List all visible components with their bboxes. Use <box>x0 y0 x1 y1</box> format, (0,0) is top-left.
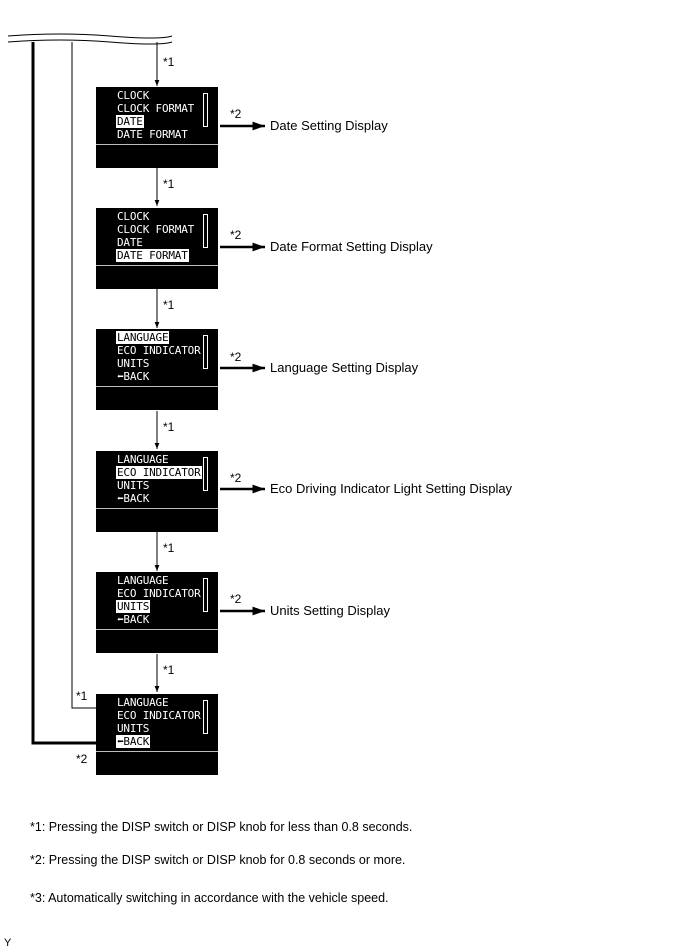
scrollbar <box>203 700 208 734</box>
long-press-mark: *2 <box>230 228 242 242</box>
long-press-mark: *2 <box>230 592 242 606</box>
destination-language-setting: Language Setting Display <box>270 360 419 375</box>
menu-item-selected: ECO INDICATOR <box>116 466 202 479</box>
menu-list: CLOCK CLOCK FORMAT DATE DATE FORMAT <box>116 210 195 262</box>
display-screen-6: LANGUAGE ECO INDICATOR UNITS ⬅BACK <box>96 694 218 775</box>
long-press-mark: *2 <box>230 107 242 121</box>
menu-item: ECO INDICATOR <box>117 709 201 722</box>
menu-list: LANGUAGE ECO INDICATOR UNITS ⬅BACK <box>116 696 202 748</box>
menu-item: DATE <box>117 236 143 249</box>
menu-item: LANGUAGE <box>117 453 169 466</box>
destination-date-format-setting: Date Format Setting Display <box>270 239 433 254</box>
menu-list: LANGUAGE ECO INDICATOR UNITS ⬅BACK <box>116 331 202 383</box>
scrollbar <box>203 93 208 127</box>
short-press-mark: *1 <box>163 663 175 677</box>
divider <box>96 265 218 266</box>
menu-list: CLOCK CLOCK FORMAT DATE DATE FORMAT <box>116 89 195 141</box>
long-press-return-mark: *2 <box>76 752 88 766</box>
short-press-return-line <box>71 42 96 709</box>
divider <box>96 751 218 752</box>
footnote-2: *2: Pressing the DISP switch or DISP kno… <box>30 853 406 867</box>
divider <box>96 629 218 630</box>
scrollbar <box>203 457 208 491</box>
menu-item: DATE FORMAT <box>117 128 188 141</box>
scrollbar <box>203 214 208 248</box>
menu-item: CLOCK <box>117 89 150 102</box>
short-press-mark: *1 <box>163 541 175 555</box>
short-press-mark: *1 <box>163 177 175 191</box>
menu-item-selected: UNITS <box>116 600 151 613</box>
menu-item: UNITS <box>117 722 150 735</box>
figure-code: Y <box>4 937 12 949</box>
display-screen-1: CLOCK CLOCK FORMAT DATE DATE FORMAT <box>96 87 218 168</box>
menu-item-selected: ⬅BACK <box>116 735 151 748</box>
menu-list: LANGUAGE ECO INDICATOR UNITS ⬅BACK <box>116 574 202 626</box>
short-press-return-mark: *1 <box>76 689 88 703</box>
long-press-mark: *2 <box>230 350 242 364</box>
short-press-mark: *1 <box>163 298 175 312</box>
menu-item: CLOCK FORMAT <box>117 102 195 115</box>
destination-units-setting: Units Setting Display <box>270 603 390 618</box>
destination-eco-indicator-setting: Eco Driving Indicator Light Setting Disp… <box>270 481 513 496</box>
menu-item-selected: DATE FORMAT <box>116 249 189 262</box>
display-screen-4: LANGUAGE ECO INDICATOR UNITS ⬅BACK <box>96 451 218 532</box>
menu-item-selected: LANGUAGE <box>116 331 170 344</box>
display-screen-3: LANGUAGE ECO INDICATOR UNITS ⬅BACK <box>96 329 218 410</box>
menu-item: UNITS <box>117 357 150 370</box>
scrollbar <box>203 335 208 369</box>
divider <box>96 508 218 509</box>
footnote-3: *3: Automatically switching in accordanc… <box>30 891 389 905</box>
divider <box>96 386 218 387</box>
footnote-1: *1: Pressing the DISP switch or DISP kno… <box>30 820 413 834</box>
menu-item: ⬅BACK <box>117 492 150 505</box>
break-line-upper <box>7 33 173 39</box>
short-press-mark: *1 <box>163 55 175 69</box>
menu-item: CLOCK FORMAT <box>117 223 195 236</box>
long-press-mark: *2 <box>230 471 242 485</box>
divider <box>96 144 218 145</box>
break-line-lower <box>7 39 173 45</box>
menu-item: CLOCK <box>117 210 150 223</box>
short-press-mark: *1 <box>163 420 175 434</box>
destination-date-setting: Date Setting Display <box>270 118 388 133</box>
menu-item: UNITS <box>117 479 150 492</box>
menu-item: ⬅BACK <box>117 613 150 626</box>
display-screen-5: LANGUAGE ECO INDICATOR UNITS ⬅BACK <box>96 572 218 653</box>
menu-item-selected: DATE <box>116 115 144 128</box>
menu-item: ECO INDICATOR <box>117 587 201 600</box>
menu-item: LANGUAGE <box>117 574 169 587</box>
menu-item: ECO INDICATOR <box>117 344 201 357</box>
menu-item: LANGUAGE <box>117 696 169 709</box>
menu-item: ⬅BACK <box>117 370 150 383</box>
long-press-return-line <box>31 42 96 745</box>
menu-list: LANGUAGE ECO INDICATOR UNITS ⬅BACK <box>116 453 202 505</box>
display-screen-2: CLOCK CLOCK FORMAT DATE DATE FORMAT <box>96 208 218 289</box>
scrollbar <box>203 578 208 612</box>
